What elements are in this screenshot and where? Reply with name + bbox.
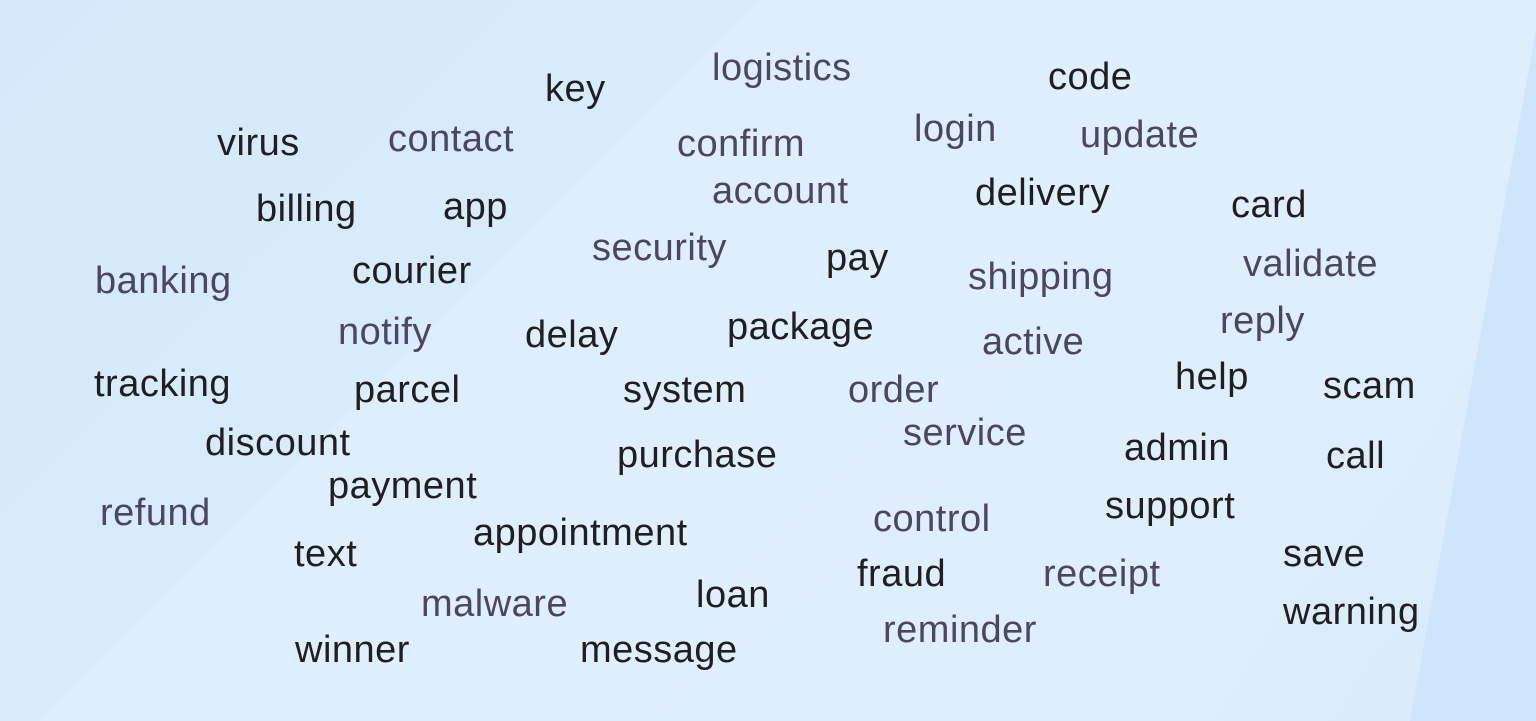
word-notify: notify <box>338 311 432 353</box>
word-winner: winner <box>295 629 410 671</box>
word-banking: banking <box>95 260 232 302</box>
word-tracking: tracking <box>94 363 232 405</box>
word-confirm: confirm <box>677 123 806 165</box>
word-delay: delay <box>525 314 619 356</box>
word-contact: contact <box>388 118 515 160</box>
word-virus: virus <box>217 122 300 164</box>
word-discount: discount <box>205 422 351 464</box>
word-fraud: fraud <box>857 553 947 595</box>
word-shipping: shipping <box>968 256 1114 298</box>
word-warning: warning <box>1283 591 1420 633</box>
word-billing: billing <box>256 188 357 230</box>
word-receipt: receipt <box>1043 553 1161 595</box>
word-loan: loan <box>696 574 770 616</box>
word-update: update <box>1080 114 1200 156</box>
word-scam: scam <box>1323 365 1416 407</box>
word-card: card <box>1231 184 1307 226</box>
word-code: code <box>1048 56 1133 98</box>
word-active: active <box>982 321 1085 363</box>
word-malware: malware <box>421 583 569 625</box>
word-login: login <box>914 108 997 150</box>
word-purchase: purchase <box>617 434 778 476</box>
word-save: save <box>1283 533 1366 575</box>
word-package: package <box>727 306 875 348</box>
word-courier: courier <box>352 250 472 292</box>
word-validate: validate <box>1243 243 1378 285</box>
word-logistics: logistics <box>712 47 852 89</box>
word-admin: admin <box>1124 427 1230 469</box>
word-text: text <box>294 533 358 575</box>
word-message: message <box>580 629 738 671</box>
word-account: account <box>712 170 849 212</box>
word-pay: pay <box>826 237 889 279</box>
word-call: call <box>1326 435 1386 477</box>
word-security: security <box>592 227 727 269</box>
word-reply: reply <box>1220 300 1305 342</box>
word-support: support <box>1105 485 1236 527</box>
word-key: key <box>545 68 606 110</box>
word-app: app <box>443 186 508 228</box>
word-control: control <box>873 498 991 540</box>
word-parcel: parcel <box>354 369 461 411</box>
word-system: system <box>623 369 747 411</box>
word-reminder: reminder <box>883 609 1037 651</box>
word-refund: refund <box>100 492 211 534</box>
word-delivery: delivery <box>975 172 1110 214</box>
word-order: order <box>848 369 940 411</box>
word-help: help <box>1175 356 1249 398</box>
word-appointment: appointment <box>473 512 688 554</box>
word-service: service <box>903 412 1027 454</box>
word-payment: payment <box>328 465 478 507</box>
